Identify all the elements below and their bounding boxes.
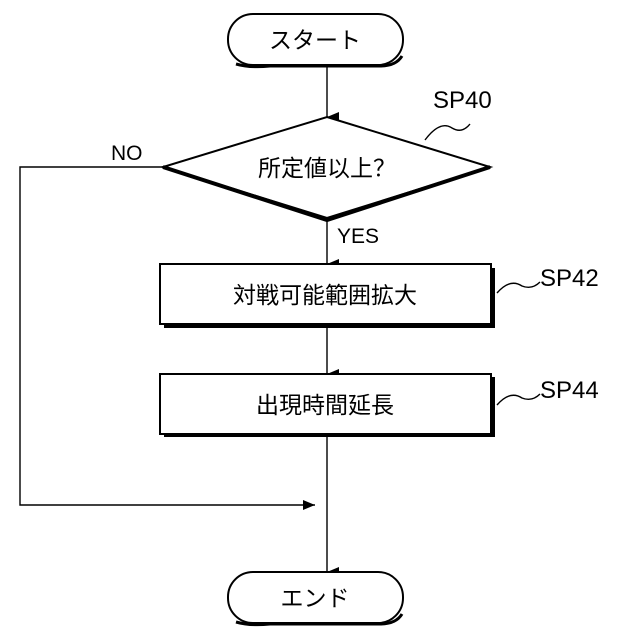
sp44-leader bbox=[497, 394, 540, 405]
no-label: NO bbox=[111, 142, 143, 165]
sp42-leader bbox=[497, 282, 540, 293]
process-box-1: 対戦可能範囲拡大 bbox=[160, 264, 495, 328]
decision-diamond: 所定値以上？ bbox=[163, 117, 490, 220]
connector-no-branch bbox=[20, 167, 315, 505]
process1-label: 対戦可能範囲拡大 bbox=[233, 283, 417, 309]
sp40-leader bbox=[425, 124, 470, 140]
sp44-label: SP44 bbox=[540, 377, 599, 404]
process-box-2: 出現時間延長 bbox=[160, 374, 495, 437]
end-label: エンド bbox=[281, 586, 350, 612]
process2-label: 出現時間延長 bbox=[256, 393, 394, 419]
sp42-label: SP42 bbox=[540, 265, 599, 292]
start-terminal: スタート bbox=[228, 14, 403, 67]
sp40-label: SP40 bbox=[433, 87, 492, 114]
end-terminal: エンド bbox=[228, 572, 403, 625]
start-label: スタート bbox=[269, 28, 361, 54]
decision-label: 所定値以上？ bbox=[258, 156, 396, 182]
yes-label: YES bbox=[337, 225, 379, 248]
